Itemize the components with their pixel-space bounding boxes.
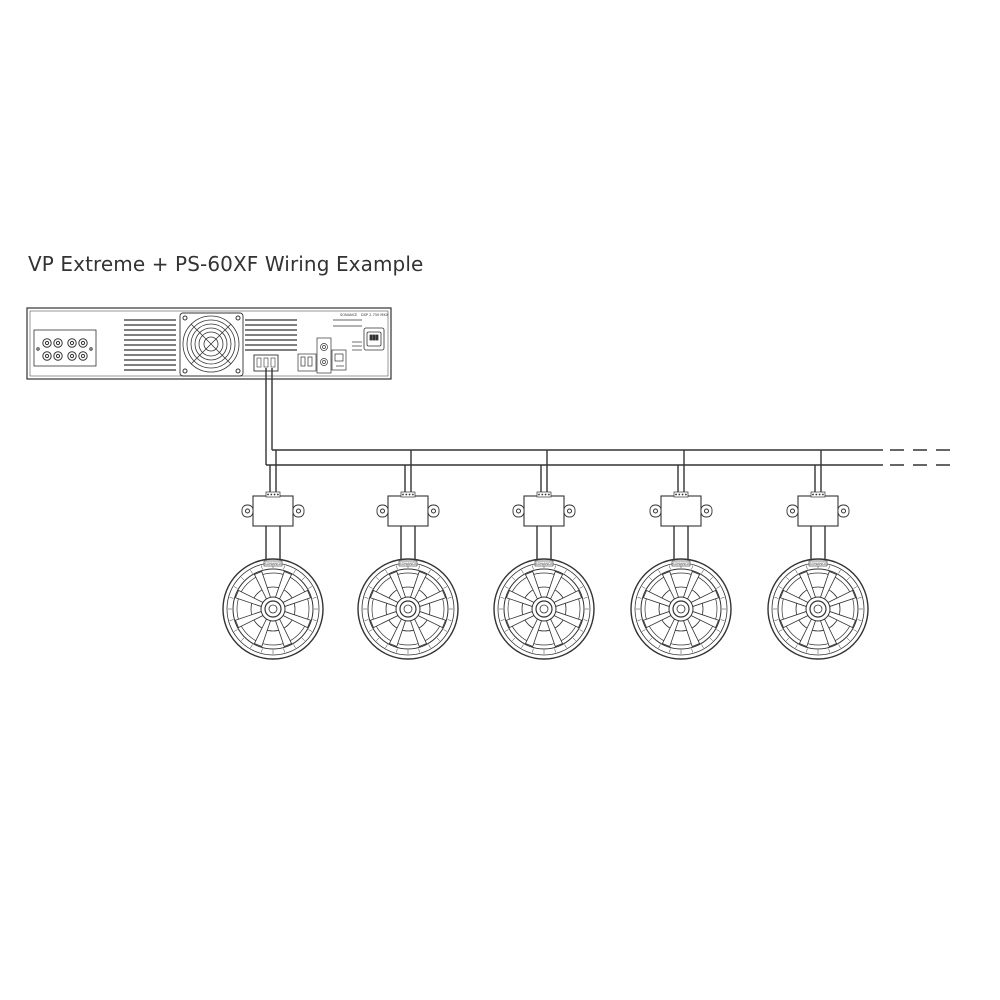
input-jack-panel — [33, 329, 97, 367]
speaker-assembly: SONANCE — [357, 491, 459, 660]
diagram-title: VP Extreme + PS-60XF Wiring Example — [28, 252, 424, 276]
amplifier-brand-label: SONANCE — [340, 313, 357, 317]
speaker-assembly: SONANCE — [767, 491, 869, 660]
vent-slots-left — [124, 319, 176, 371]
speaker-icon: SONANCE — [630, 558, 732, 660]
speaker-assembly: SONANCE — [493, 491, 595, 660]
speaker-brand-label: SONANCE — [399, 562, 416, 566]
speaker-group: SONANCE SONANCE SONANCE SONANCE SONANCE — [222, 491, 869, 660]
tap-wires — [269, 450, 822, 496]
speaker-icon: SONANCE — [767, 558, 869, 660]
speaker-icon: SONANCE — [357, 558, 459, 660]
transformer-icon — [512, 491, 576, 527]
amplifier-unit — [26, 307, 392, 380]
speaker-brand-label: SONANCE — [264, 562, 281, 566]
speaker-brand-label: SONANCE — [809, 562, 826, 566]
transformer-icon — [376, 491, 440, 527]
speaker-assembly: SONANCE — [222, 491, 324, 660]
speaker-icon: SONANCE — [222, 558, 324, 660]
speaker-assembly: SONANCE — [630, 491, 732, 660]
control-panel — [297, 319, 362, 374]
fan-grille-icon — [179, 312, 244, 377]
speaker-brand-label: SONANCE — [672, 562, 689, 566]
speaker-brand-label: SONANCE — [535, 562, 552, 566]
transformer-icon — [241, 491, 305, 527]
main-speaker-wire — [265, 368, 273, 465]
speaker-bus-lines — [266, 449, 958, 466]
speaker-icon: SONANCE — [493, 558, 595, 660]
power-inlet-icon — [363, 327, 385, 351]
vent-slots-right — [245, 319, 297, 351]
transformer-icon — [649, 491, 713, 527]
transformer-icon — [786, 491, 850, 527]
amplifier-model-label: DSP 2-750 MKII — [361, 313, 388, 317]
